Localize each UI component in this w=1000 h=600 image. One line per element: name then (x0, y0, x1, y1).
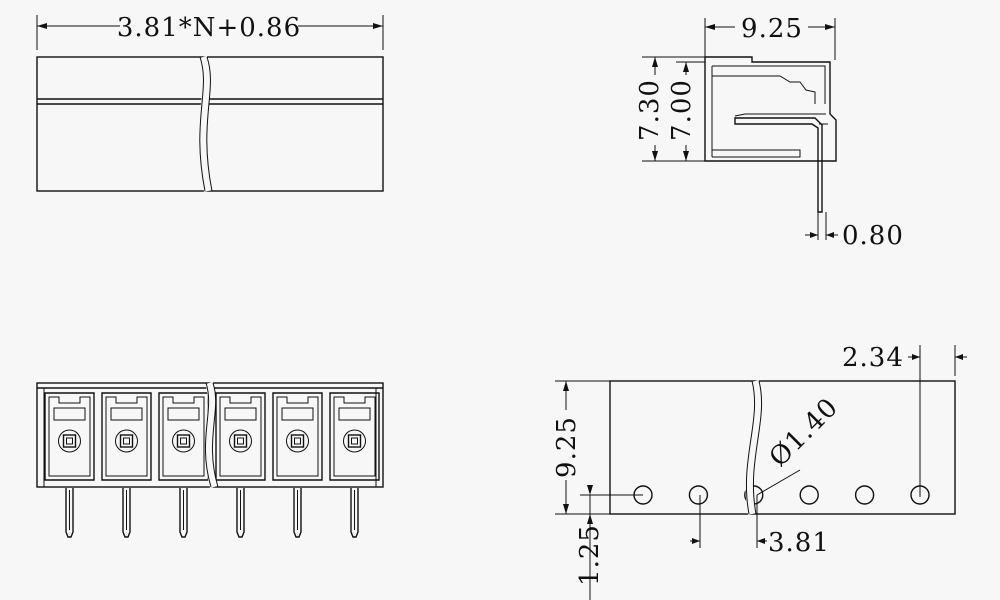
pin (179, 488, 188, 538)
pin (122, 488, 131, 538)
bottom-depth-label: 9.25 (552, 416, 582, 478)
front-view (36, 381, 384, 538)
screw-square (290, 434, 305, 448)
pin-row-offset-label: 1.25 (575, 524, 605, 586)
screw-square (347, 434, 362, 448)
pin-hole (688, 485, 709, 505)
pin (350, 488, 359, 538)
side-depth-label: 9.25 (741, 14, 803, 44)
hole-diameter-label: Ø1.40 (764, 392, 845, 473)
terminal-slot (329, 392, 380, 481)
pin-hole (854, 485, 875, 505)
terminal-slot (44, 392, 95, 481)
side-view: 9.25 7.30 7.00 0.80 (635, 14, 904, 251)
pitch-label: 3.81 (768, 528, 830, 558)
side-view-body (704, 56, 837, 162)
top-view: 3.81*N+0.86 (36, 13, 384, 192)
pin (236, 488, 245, 538)
terminal-slot (215, 392, 266, 481)
bottom-view-body (609, 380, 956, 515)
top-view-body (36, 56, 384, 192)
terminal-slot (272, 392, 323, 481)
pin-width-label: 0.80 (842, 221, 904, 251)
pin (65, 488, 74, 538)
terminal-slot (101, 392, 152, 481)
screw-square (62, 434, 77, 448)
bottom-offset-label: 2.34 (842, 343, 904, 373)
pin (293, 488, 302, 538)
screw-square (119, 434, 134, 448)
overall-length-label: 3.81*N+0.86 (117, 13, 301, 43)
screw-square (176, 434, 191, 448)
screw-square (233, 434, 248, 448)
bottom-view: 2.34 9.25 1.25 Ø1.40 3.81 (548, 343, 967, 600)
terminal-slot (158, 392, 209, 481)
side-height-inner-label: 7.00 (667, 79, 697, 141)
pin-hole (799, 485, 819, 505)
side-height-outer-label: 7.30 (635, 79, 665, 141)
